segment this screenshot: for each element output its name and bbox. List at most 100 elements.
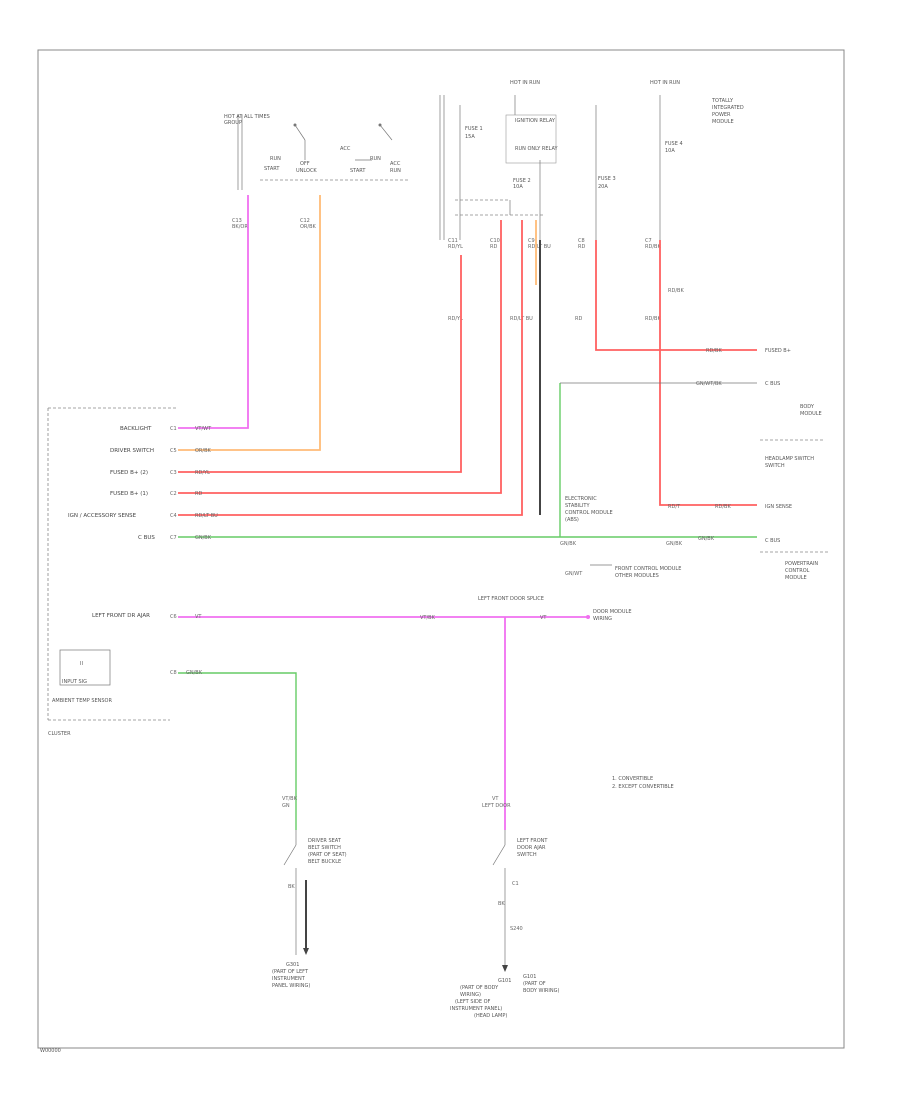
sw-right-3: SWITCH [517,852,537,858]
svg-text:C2: C2 [170,491,177,497]
cluster-row-7: LEFT FRONT DR AJAR [92,613,150,619]
gnd-left-2: (PART OF LEFT [272,969,309,975]
sw-left-4: BELT BUCKLE [308,859,341,865]
cluster-block: BACKLIGHT DRIVER SWITCH FUSED B+ (2) FUS… [47,407,218,737]
bus-note-2: OTHER MODULES [615,573,659,579]
pink-bus-labels: C6 VT VT/BK LEFT FRONT DOOR SPLICE VT DO… [170,596,632,622]
cluster-wire-3: RD/YL [195,470,210,476]
svg-text:OFF: OFF [300,161,310,167]
sw-right-2: DOOR AJAR [517,845,546,851]
svg-text:BK/OR: BK/OR [232,224,248,230]
sw-left-2: BELT SWITCH [308,845,341,851]
svg-text:C6: C6 [170,614,177,620]
svg-text:OR/BK: OR/BK [300,224,317,230]
lower-wire-l: VT/BK [282,796,298,802]
svg-text:MODULE: MODULE [800,411,822,417]
gnd-right-1: G101 [498,978,511,984]
cluster-row-5: IGN / ACCESSORY SENSE [68,513,137,519]
door-ajar-switch[interactable]: VT LEFT DOOR LEFT FRONT DOOR AJAR SWITCH… [450,796,559,1019]
svg-text:ELECTRONIC: ELECTRONIC [565,496,597,502]
cluster-name: CLUSTER [48,731,71,737]
svg-text:MODULE: MODULE [785,575,807,581]
legend: 1. CONVERTIBLE 2. EXCEPT CONVERTIBLE [612,776,674,790]
seat-belt-switch[interactable]: VT/BK GN DRIVER SEAT BELT SWITCH (PART O… [272,796,347,989]
svg-text:VT: VT [540,615,547,621]
svg-text:C4: C4 [170,513,177,519]
cluster-row-6: C BUS [138,535,155,541]
cluster-wire-4: RD [195,491,202,497]
svg-text:C7: C7 [645,238,652,244]
svg-text:C BUS: C BUS [765,538,780,544]
svg-text:POWERTRAIN: POWERTRAIN [785,561,818,567]
fuse-d-label: FUSE 4 [665,141,683,147]
tipm-group: FUSE 1 15A HOT IN RUN IGNITION RELAY RUN… [439,80,744,322]
svg-text:RD: RD [490,244,497,250]
svg-text:SWITCH: SWITCH [765,463,785,469]
svg-text:RD: RD [575,316,582,322]
svg-text:15A: 15A [465,134,475,140]
svg-text:RD/BK: RD/BK [645,244,661,250]
cluster-sensor: AMBIENT TEMP SENSOR [52,698,112,704]
svg-text:ACC: ACC [390,161,401,167]
right-side-2: C BUS [765,381,780,387]
bus-note-group: ELECTRONIC STABILITY CONTROL MODULE (ABS… [560,496,683,579]
svg-text:20A: 20A [598,184,608,190]
gnd-left-1: G301 [286,962,299,968]
svg-text:TOTALLY: TOTALLY [711,98,734,104]
svg-text:(ABS): (ABS) [565,517,579,523]
legend-1: 1. CONVERTIBLE [612,776,653,782]
cluster-wire-5: RD/LT BU [195,513,218,519]
cluster-wire-6: GN/BK [195,535,212,541]
wire-pink-upper [178,195,249,429]
svg-text:GN/WT: GN/WT [565,571,583,577]
svg-text:C12: C12 [300,218,310,224]
svg-text:GROUP: GROUP [224,120,242,126]
right-side-3: IGN SENSE [765,504,792,510]
svg-text:GN/WT/BK: GN/WT/BK [696,381,722,387]
svg-text:CONTROL: CONTROL [785,568,810,574]
wire-red-5 [659,240,757,506]
svg-text:LEFT DOOR: LEFT DOOR [482,803,511,809]
gnd-right-5: INSTRUMENT PANEL) [450,1006,502,1012]
wire-red-1 [178,255,462,473]
svg-text:STABILITY: STABILITY [565,503,590,509]
svg-text:C7: C7 [170,535,177,541]
right-side-connectors: RD/BK FUSED B+ GN/WT/BK C BUS BODY MODUL… [668,348,830,581]
svg-text:C5: C5 [170,448,177,454]
sw-right-1: LEFT FRONT [517,838,548,844]
legend-2: 2. EXCEPT CONVERTIBLE [612,784,674,790]
batt-label: HOT AT ALL TIMES [224,114,270,120]
svg-text:RD/T: RD/T [668,504,681,510]
cluster-wire-2: OR/BK [195,448,212,454]
svg-text:WIRING: WIRING [593,616,612,622]
relay-b-label: RUN ONLY RELAY [515,146,558,152]
svg-text:GN/BK: GN/BK [560,541,577,547]
gnd-right-2: (PART OF BODY [460,985,499,991]
svg-text:UNLOCK: UNLOCK [296,168,317,174]
top-left-switch-group: HOT AT ALL TIMES GROUP RUN START OFF UNL… [224,114,410,230]
wire-red-2 [178,220,502,494]
gnd-left-4: PANEL WIRING) [272,983,310,989]
svg-text:GN/BK: GN/BK [698,536,715,542]
svg-text:GN/BK: GN/BK [666,541,683,547]
svg-text:RD/BK: RD/BK [645,316,661,322]
svg-text:G101: G101 [523,974,536,980]
svg-text:C8: C8 [170,670,177,676]
svg-text:C11: C11 [448,238,458,244]
right-side-1: FUSED B+ [765,348,791,354]
svg-text:C8: C8 [578,238,585,244]
wire-green-lower [178,672,297,830]
svg-text:C13: C13 [232,218,242,224]
svg-text:BODY WIRING): BODY WIRING) [523,988,559,994]
gnd-right-4: (LEFT SIDE OF [455,999,491,1005]
svg-text:10A: 10A [665,148,675,154]
footer-code: W00000 [40,1048,61,1054]
sw-left-1: DRIVER SEAT [308,838,342,844]
fuse-c-label: FUSE 3 [598,176,616,182]
fuse-b-label: FUSE 2 [513,178,531,184]
svg-text:II: II [80,661,83,667]
fuse-a-label: FUSE 1 [465,126,483,132]
svg-text:C9: C9 [528,238,535,244]
cluster-row-3: FUSED B+ (2) [110,470,148,476]
